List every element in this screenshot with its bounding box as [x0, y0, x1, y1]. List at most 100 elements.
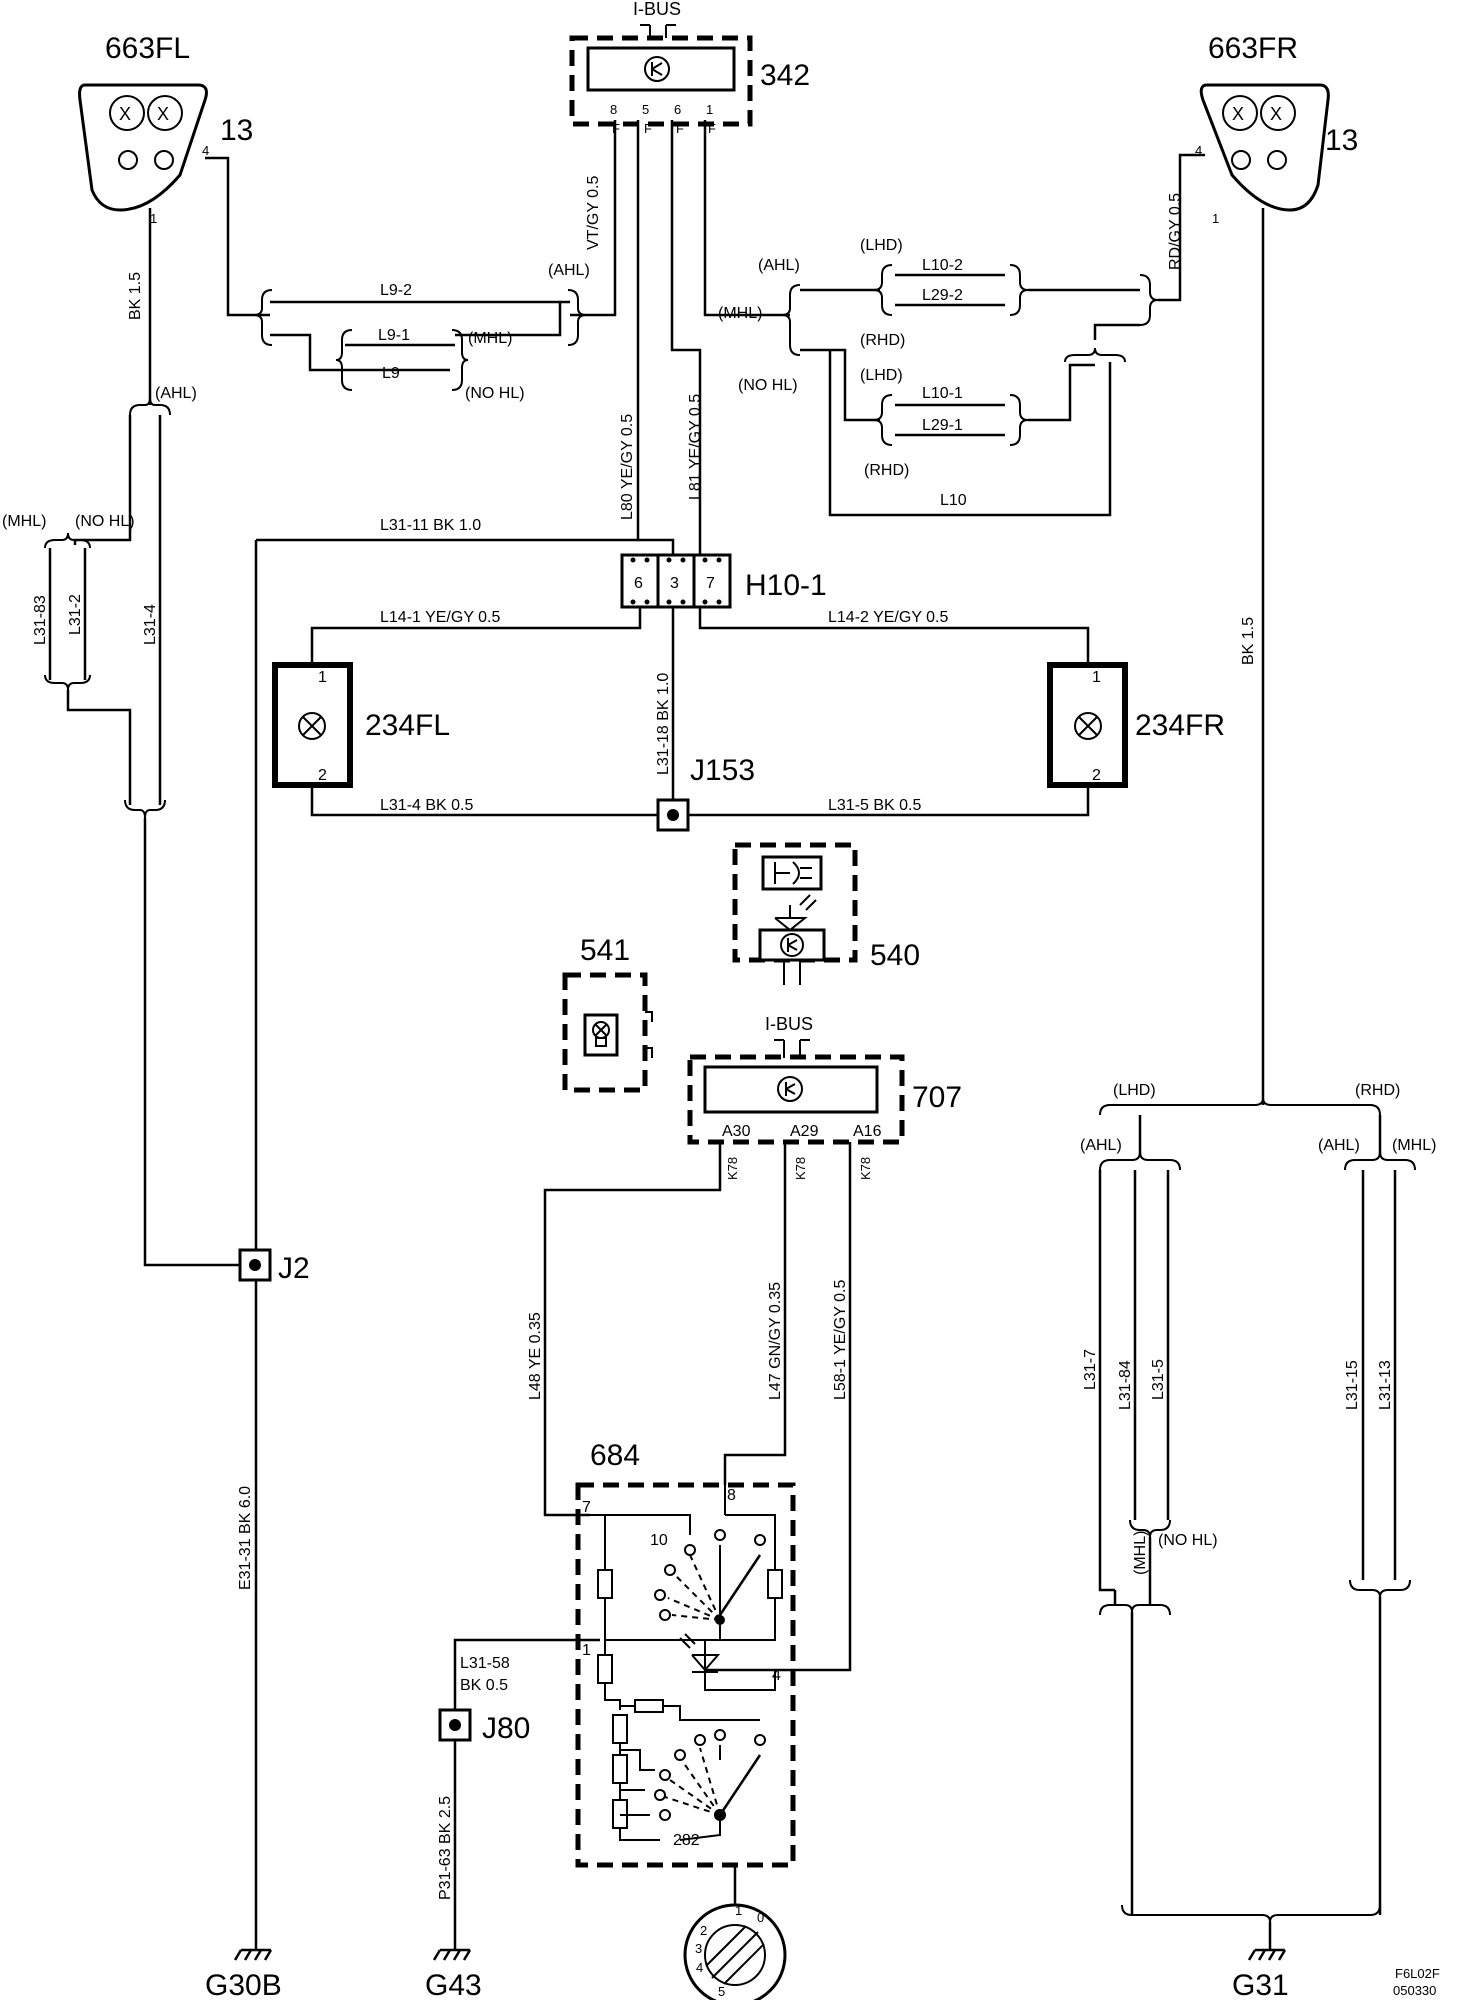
label-h10-1: H10-1 — [745, 569, 827, 602]
lamp-234fl — [272, 662, 353, 788]
wire-l31-15: L31-15 — [1344, 1360, 1361, 1410]
variant-mhl-5: (MHL) — [1392, 1137, 1436, 1154]
pin-342-6: 6 — [674, 102, 681, 117]
label-541: 541 — [580, 934, 630, 967]
wire-l31-11: L31-11 BK 1.0 — [380, 517, 481, 534]
s684-pin-282: 282 — [673, 1832, 700, 1849]
module-540: 540 I-BUS — [732, 842, 920, 1058]
variant-rhd-2: (RHD) — [864, 462, 909, 479]
dial-3: 3 — [695, 1941, 702, 1956]
pin-4-right: 4 — [1195, 143, 1202, 158]
variant-rhd-3: (RHD) — [1355, 1082, 1400, 1099]
label-j80: J80 — [482, 1712, 530, 1745]
junction-j2: J2 E31-31 BK 6.0 — [237, 1248, 310, 1950]
ibus-mid-label: I-BUS — [765, 1014, 813, 1034]
headlamp-663fl: X X 663FL 13 4 1 — [78, 32, 253, 226]
pin-13-left: 13 — [220, 114, 253, 147]
s684-pin-4: 4 — [772, 1667, 781, 1684]
pin-a29: A29 — [790, 1123, 819, 1140]
variant-mhl-3: (MHL) — [718, 305, 762, 322]
label-684: 684 — [590, 1439, 640, 1472]
light-switch-knob[interactable]: 0 1 2 3 4 5 — [683, 1903, 787, 2000]
pin-1-left: 1 — [150, 211, 157, 226]
dial-0: 0 — [757, 1910, 764, 1925]
label-663fl: 663FL — [105, 32, 190, 65]
wire-l31-83: L31-83 — [32, 595, 49, 645]
wire-l9-1: L9-1 — [378, 327, 410, 344]
wiring-707-outputs: L48 YE 0.35 L47 GN/GY 0.35 L58-1 YE/GY 0… — [527, 1142, 852, 1672]
wire-l14-1: L14-1 YE/GY 0.5 — [380, 609, 500, 626]
junction-j153: J153 — [656, 754, 755, 832]
pin-1-right: 1 — [1212, 211, 1219, 226]
label-540: 540 — [870, 939, 920, 972]
lamp-234fr-pin-1: 1 — [1092, 669, 1101, 686]
pin-342-5: 5 — [642, 102, 649, 117]
variant-mhl-2: (MHL) — [2, 513, 46, 530]
pin-13-right: 13 — [1325, 124, 1358, 157]
pin-k78-3: K78 — [858, 1157, 873, 1180]
wire-l31-2: L31-2 — [67, 594, 84, 635]
pin-f-4: F — [708, 121, 716, 136]
label-234fr: 234FR — [1135, 709, 1225, 742]
wire-l31-58-size: BK 0.5 — [460, 1677, 508, 1694]
ibus-top-label: I-BUS — [633, 0, 681, 19]
wire-l10-2: L10-2 — [922, 257, 963, 274]
module-541: 541 — [562, 934, 653, 1093]
svg-text:X: X — [1232, 104, 1244, 124]
switch-684: 684 7 8 10 1 4 282 — [575, 1439, 850, 1955]
wire-rd-gy: RD/GY 0.5 — [1167, 193, 1184, 270]
label-707: 707 — [912, 1081, 962, 1114]
svg-text:X: X — [119, 104, 131, 124]
junction-j80: L31-58 BK 0.5 J80 P31-63 BK 2.5 — [437, 1638, 600, 1950]
wire-l9-2: L9-2 — [380, 282, 412, 299]
variant-nohl-1: (NO HL) — [465, 385, 525, 402]
dial-5: 5 — [718, 1984, 725, 1999]
module-342: I-BUS 342 8 5 6 1 F F F F — [569, 0, 810, 136]
dial-4: 4 — [696, 1960, 703, 1975]
pin-k78-1: K78 — [725, 1157, 740, 1180]
h10-pin-6: 6 — [634, 575, 643, 592]
s684-pin-1: 1 — [582, 1642, 591, 1659]
wire-l31-4-horizontal: L31-4 BK 0.5 — [380, 797, 474, 814]
h10-pin-7: 7 — [706, 575, 715, 592]
label-342: 342 — [760, 59, 810, 92]
variant-ahl-1: (AHL) — [548, 262, 590, 279]
wiring-left-top: L9-2 L9-1 L9 (AHL) (MHL) (NO HL) VT/GY 0… — [2, 120, 617, 1267]
wire-l10: L10 — [940, 492, 967, 509]
variant-rhd-1: (RHD) — [860, 332, 905, 349]
wire-l31-18: L31-18 BK 1.0 — [655, 673, 672, 775]
wire-l31-7: L31-7 — [1082, 1349, 1099, 1390]
h10-pin-3: 3 — [670, 575, 679, 592]
wire-l31-4-vertical: L31-4 — [142, 604, 159, 645]
label-j2: J2 — [278, 1252, 310, 1285]
wire-bk-15-left: BK 1.5 — [127, 272, 144, 320]
label-234fl: 234FL — [365, 709, 450, 742]
variant-ahl-3: (AHL) — [758, 257, 800, 274]
wire-l9: L9 — [382, 365, 400, 382]
figure-id: F6L02F — [1395, 1966, 1440, 1981]
wire-l31-5-horizontal: L31-5 BK 0.5 — [828, 797, 922, 814]
variant-lhd-1: (LHD) — [860, 237, 903, 254]
dial-2: 2 — [700, 1923, 707, 1938]
module-707: 707 A30 A29 A16 K78 K78 K78 — [687, 1054, 962, 1180]
variant-lhd-3: (LHD) — [1113, 1082, 1156, 1099]
pin-a16: A16 — [853, 1123, 882, 1140]
wire-l31-84: L31-84 — [1117, 1360, 1134, 1410]
wiring-right-bottom: (LHD) (RHD) (AHL) L31-7 L31-84 L31-5 (MH… — [1080, 1082, 1436, 1950]
variant-mhl-1: (MHL) — [468, 330, 512, 347]
grounds: G30B G43 G31 F6L02F 050330 — [205, 1948, 1440, 2000]
label-663fr: 663FR — [1208, 32, 1298, 65]
pin-342-8: 8 — [610, 102, 617, 117]
connector-h10-1: 6 3 7 H10-1 — [620, 553, 827, 609]
variant-nohl-4: (NO HL) — [1158, 1532, 1218, 1549]
wire-l10-1: L10-1 — [922, 385, 963, 402]
wiring-right-top: (AHL) (MHL) (NO HL) L10-2 L29-2 (LHD) (R… — [703, 120, 1265, 1105]
wire-l14-2: L14-2 YE/GY 0.5 — [828, 609, 948, 626]
wire-bk-15-right: BK 1.5 — [1240, 617, 1257, 665]
wire-l29-1: L29-1 — [922, 417, 963, 434]
lamp-234fl-pin-1: 1 — [318, 669, 327, 686]
s684-pin-7: 7 — [582, 1499, 591, 1516]
label-j153: J153 — [690, 754, 755, 787]
svg-text:X: X — [1270, 104, 1282, 124]
